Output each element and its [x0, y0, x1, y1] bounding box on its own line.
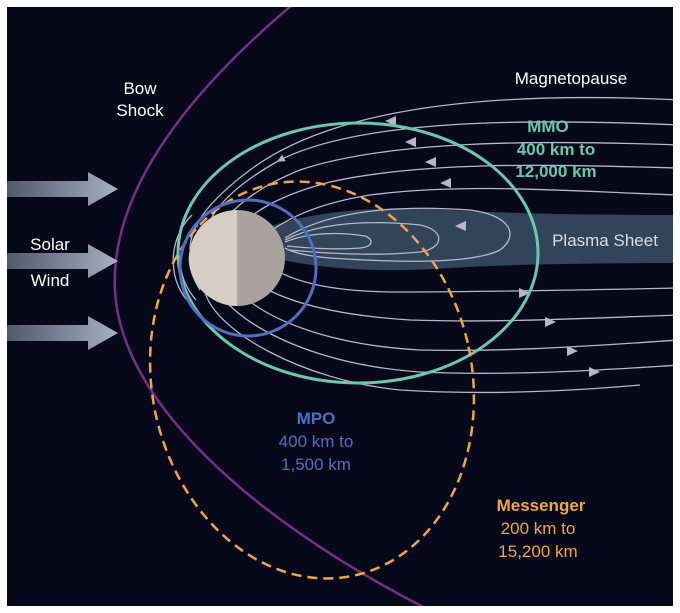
- solar-wind-arrow: [7, 244, 118, 278]
- mmo-range-line1: 400 km to: [517, 140, 595, 159]
- field-line: [261, 187, 673, 239]
- field-arrow: [440, 178, 451, 188]
- planet-night-side: [237, 210, 285, 306]
- field-line: [284, 232, 372, 250]
- field-arrow: [589, 367, 600, 377]
- mpo-name: MPO: [297, 409, 336, 428]
- bow-shock-label-line1: Bow: [123, 79, 157, 98]
- mmo-orbit: [176, 121, 540, 385]
- field-line: [261, 261, 673, 293]
- solar-wind-arrow: [7, 316, 118, 350]
- field-line: [204, 291, 641, 394]
- messenger-orbit: [148, 180, 476, 580]
- plasma-sheet-label: Plasma Sheet: [552, 231, 658, 250]
- field-lines: [172, 96, 673, 394]
- bow-shock-label-line2: Shock: [116, 101, 164, 120]
- mmo-name: MMO: [527, 117, 569, 136]
- field-arrow: [545, 317, 556, 327]
- field-arrow: [425, 157, 436, 167]
- field-arrow: [567, 346, 578, 356]
- messenger-range-line2: 15,200 km: [498, 542, 577, 561]
- field-line: [231, 284, 673, 352]
- solar-wind-arrow: [7, 172, 118, 206]
- field-arrow: [405, 137, 416, 147]
- field-arrow: [519, 288, 530, 298]
- messenger-name: Messenger: [497, 496, 586, 515]
- messenger-range-line1: 200 km to: [501, 519, 576, 538]
- solar-wind-label-line2: Wind: [31, 271, 70, 290]
- field-line: [284, 222, 440, 255]
- mpo-range-line1: 400 km to: [279, 432, 354, 451]
- bow-shock-curve: [113, 7, 425, 606]
- field-arrow: [385, 116, 396, 126]
- magnetopause-line: [189, 96, 673, 251]
- planet-mercury: [189, 210, 285, 306]
- field-arrow: [455, 221, 466, 231]
- diagram-background: [7, 7, 673, 606]
- field-line: [244, 274, 673, 322]
- mmo-range-line2: 12,000 km: [515, 162, 596, 181]
- field-line: [204, 121, 673, 236]
- field-line: [231, 164, 673, 236]
- mpo-orbit: [178, 198, 318, 338]
- solar-wind-label-line1: Solar: [30, 235, 70, 254]
- mpo-range-line2: 1,500 km: [281, 455, 351, 474]
- field-line: [214, 141, 673, 233]
- magnetopause-label: Magnetopause: [515, 69, 627, 88]
- field-arrows: [385, 116, 600, 377]
- planet-day-side: [189, 210, 237, 306]
- solar-wind-arrows: [7, 172, 118, 350]
- field-line: [217, 291, 673, 374]
